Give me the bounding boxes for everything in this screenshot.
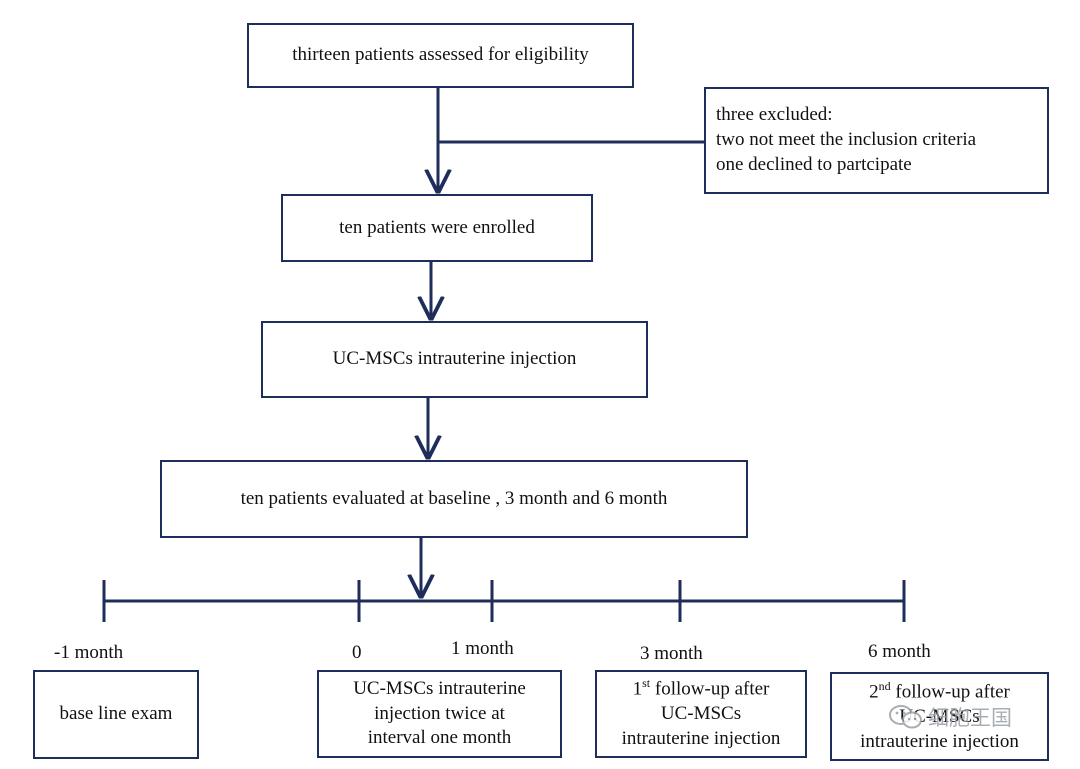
followup2-line3: intrauterine injection <box>860 730 1019 752</box>
followup1-line1: 1st follow-up after <box>632 676 770 700</box>
tick-label-1: 1 month <box>451 638 514 659</box>
assessed-text: thirteen patients assessed for eligibili… <box>292 44 589 66</box>
followup1-line2: UC-MSCs <box>660 703 742 725</box>
evaluated-text: ten patients evaluated at baseline , 3 m… <box>240 487 668 509</box>
box-baseline-exam: base line exam <box>33 670 199 759</box>
tick-label-0: 0 <box>352 642 362 663</box>
excluded-line2: one declined to partcipate <box>716 153 912 175</box>
tick-label-3: 3 month <box>640 643 703 664</box>
watermark-text: 细胞王国 <box>928 706 1012 730</box>
enrolled-text: ten patients were enrolled <box>339 216 535 238</box>
box-injection-twice: UC-MSCs intrauterine injection twice at … <box>317 670 562 758</box>
excluded-line1: two not meet the inclusion criteria <box>716 129 977 151</box>
box-followup-1: 1st follow-up after UC-MSCs intrauterine… <box>595 670 807 758</box>
wechat-icon <box>889 705 922 729</box>
box-injection: UC-MSCs intrauterine injection <box>261 321 648 398</box>
injection-twice-line2: injection twice at <box>374 702 505 724</box>
tick-label-minus1: -1 month <box>54 642 124 663</box>
followup1-line3: intrauterine injection <box>621 728 781 749</box>
box-assessed: thirteen patients assessed for eligibili… <box>247 23 634 88</box>
followup2-line1: 2nd follow-up after <box>869 678 1010 703</box>
watermark: 细胞王国 <box>888 702 1012 732</box>
tick-label-6: 6 month <box>868 641 931 662</box>
baseline-text: base line exam <box>59 703 173 725</box>
injection-text: UC-MSCs intrauterine injection <box>332 348 577 370</box>
excluded-title: three excluded: <box>716 104 833 126</box>
box-followup-2: 2nd follow-up after UC-MSCs intrauterine… <box>830 672 1049 761</box>
box-excluded: three excluded: two not meet the inclusi… <box>704 87 1049 194</box>
injection-twice-line3: interval one month <box>367 727 512 749</box>
box-evaluated: ten patients evaluated at baseline , 3 m… <box>160 460 748 538</box>
injection-twice-line1: UC-MSCs intrauterine <box>353 677 526 699</box>
box-enrolled: ten patients were enrolled <box>281 194 593 262</box>
